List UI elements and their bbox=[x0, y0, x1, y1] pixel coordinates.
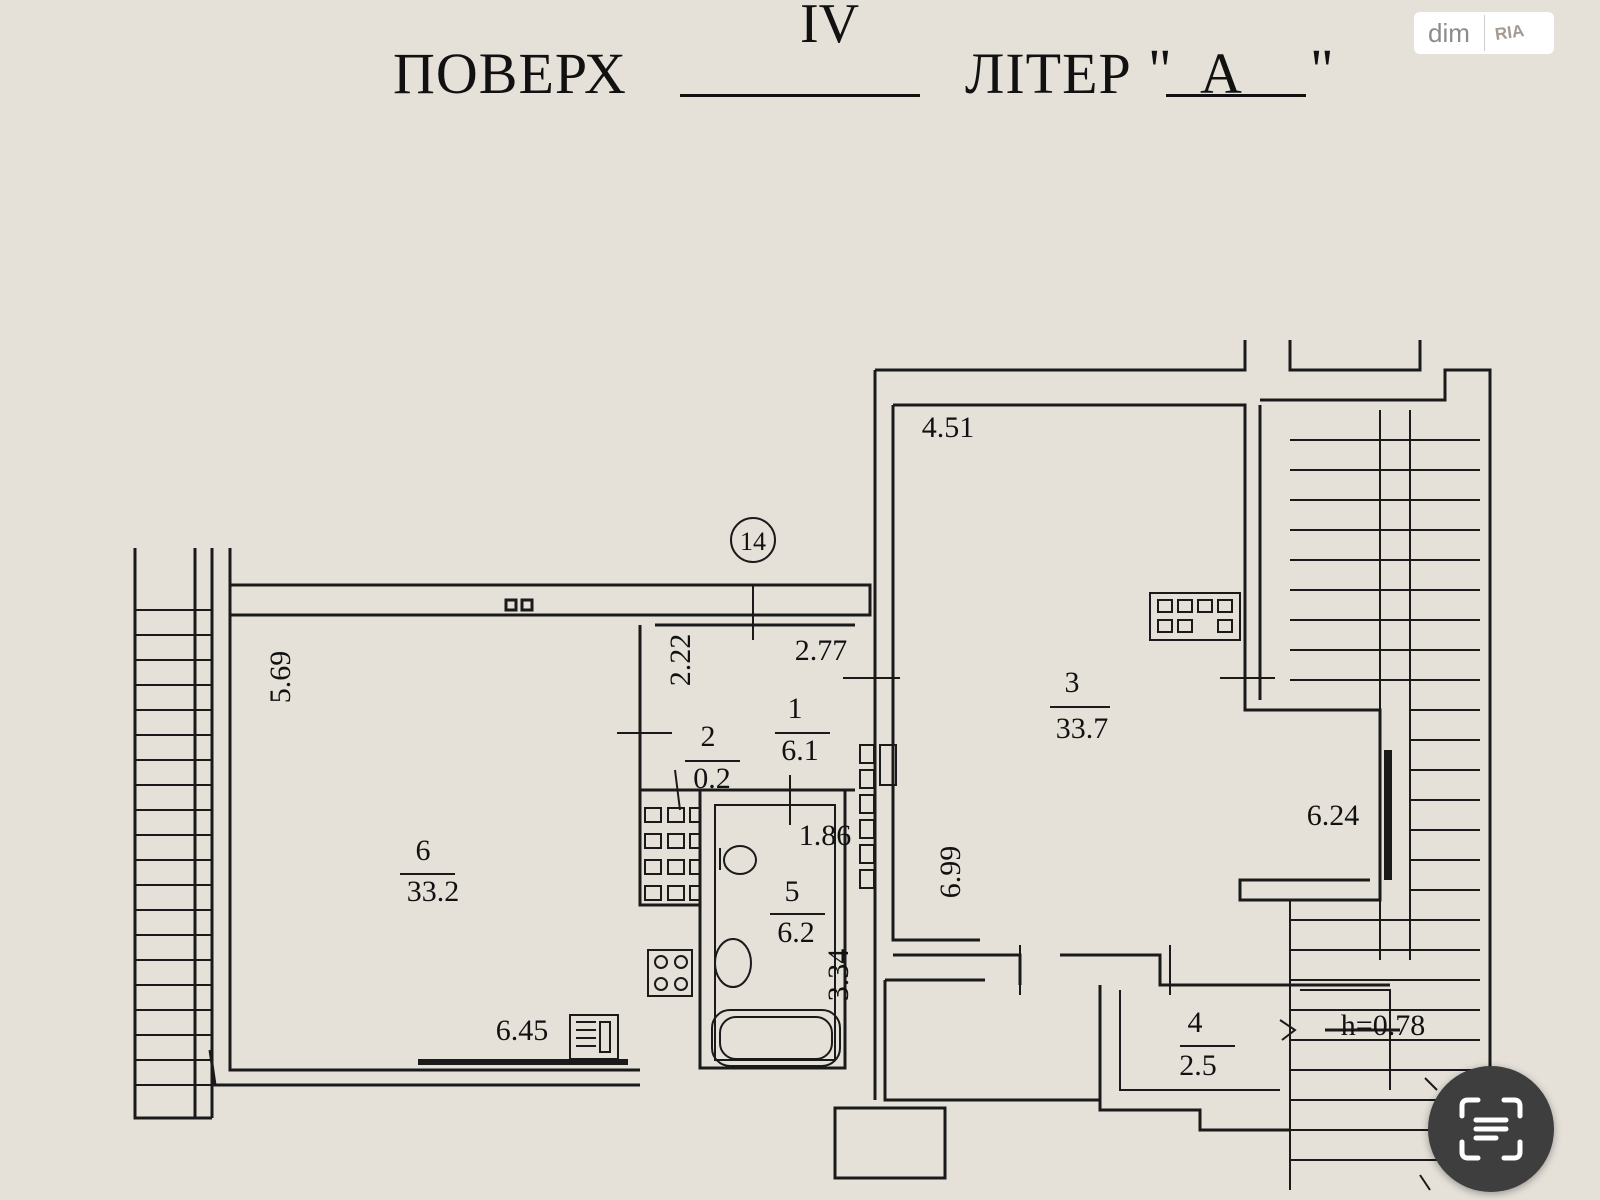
room-5-number: 5 bbox=[785, 875, 800, 908]
scan-document-button[interactable] bbox=[1428, 1066, 1554, 1192]
dimension-6-99: 6.99 bbox=[934, 846, 967, 899]
room-6-area: 33.2 bbox=[407, 875, 460, 908]
dimension-2-77: 2.77 bbox=[795, 634, 848, 667]
dimension-5-69: 5.69 bbox=[264, 651, 297, 704]
room-2-number: 2 bbox=[701, 720, 716, 753]
area-fraction-lines bbox=[400, 706, 1235, 1047]
door-markers bbox=[617, 585, 1438, 1191]
dimension-3-34: 3.34 bbox=[822, 949, 855, 1002]
room-1-number: 1 bbox=[788, 692, 803, 725]
watermark-badge: dim RIA bbox=[1414, 12, 1554, 54]
dimension-2-22: 2.22 bbox=[664, 634, 697, 687]
left-staircase bbox=[133, 548, 232, 1120]
document-scan-icon bbox=[1459, 1097, 1523, 1161]
axis-marker-label: 14 bbox=[740, 527, 766, 556]
height-note: h=0.78 bbox=[1341, 1009, 1425, 1042]
liter-close-quote: " bbox=[1310, 37, 1334, 102]
floor-label: ПОВЕРХ bbox=[393, 41, 627, 106]
room-3-area: 33.7 bbox=[1056, 712, 1109, 745]
dimension-4-51: 4.51 bbox=[922, 411, 975, 444]
axis-marker-circle bbox=[730, 517, 776, 563]
room-2-area: 0.2 bbox=[693, 762, 731, 795]
dimension-1-86: 1.86 bbox=[799, 819, 852, 852]
watermark-divider bbox=[1483, 15, 1485, 51]
room-6-number: 6 bbox=[416, 834, 431, 867]
dimension-6-45: 6.45 bbox=[496, 1014, 549, 1047]
room-1-area: 6.1 bbox=[781, 734, 819, 767]
room-4-number: 4 bbox=[1188, 1006, 1203, 1039]
floor-underline bbox=[680, 94, 920, 97]
room-5-area: 6.2 bbox=[777, 916, 815, 949]
room-3-number: 3 bbox=[1065, 666, 1080, 699]
liter-label: ЛІТЕР bbox=[965, 41, 1132, 106]
ventilation-shaft bbox=[859, 744, 897, 889]
liter-open-quote: " bbox=[1148, 37, 1172, 102]
room-4-area: 2.5 bbox=[1179, 1049, 1217, 1082]
room-5-walls bbox=[698, 790, 847, 1070]
dimension-6-24: 6.24 bbox=[1307, 799, 1360, 832]
watermark-text: dim bbox=[1428, 17, 1470, 48]
room-4-walls bbox=[833, 953, 1400, 1180]
floor-number: IV bbox=[800, 0, 860, 55]
kitchen-fixtures bbox=[569, 807, 701, 1060]
liter-underline bbox=[1166, 94, 1306, 97]
